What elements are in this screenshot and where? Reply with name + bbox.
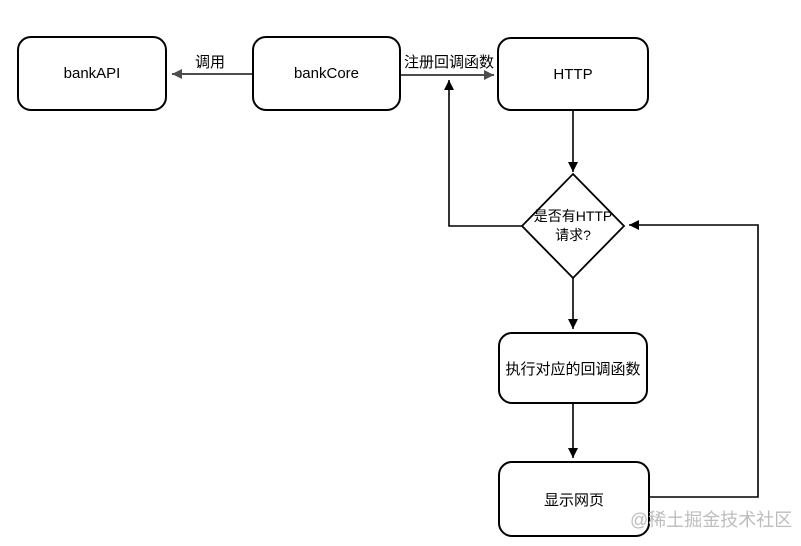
node-execute-callback-label: 执行对应的回调函数	[505, 360, 641, 378]
decision-diamond-shape	[520, 172, 626, 280]
edge-label-call: 调用	[194, 54, 225, 71]
node-display-page-label: 显示网页	[543, 491, 604, 509]
decision-label-line1: 是否有HTTP	[533, 208, 613, 224]
decision-diamond-label: 是否有HTTP 请求?	[513, 207, 633, 245]
edge-display-loop-to-decision	[629, 220, 759, 498]
node-bank-api-label: bankAPI	[63, 65, 121, 82]
node-bank-api: bankAPI	[17, 36, 167, 111]
node-http: HTTP	[497, 37, 649, 111]
node-display-page: 显示网页	[498, 461, 650, 537]
watermark-text: @稀土掘金技术社区	[630, 510, 793, 530]
edge-decision-loop-up	[444, 80, 522, 227]
node-bank-core: bankCore	[252, 36, 401, 111]
node-execute-callback: 执行对应的回调函数	[498, 332, 648, 404]
node-bank-core-label: bankCore	[293, 65, 360, 82]
decision-label-line2: 请求?	[555, 227, 591, 243]
node-http-label: HTTP	[553, 65, 593, 83]
edge-label-register-callback: 注册回调函数	[403, 54, 494, 71]
